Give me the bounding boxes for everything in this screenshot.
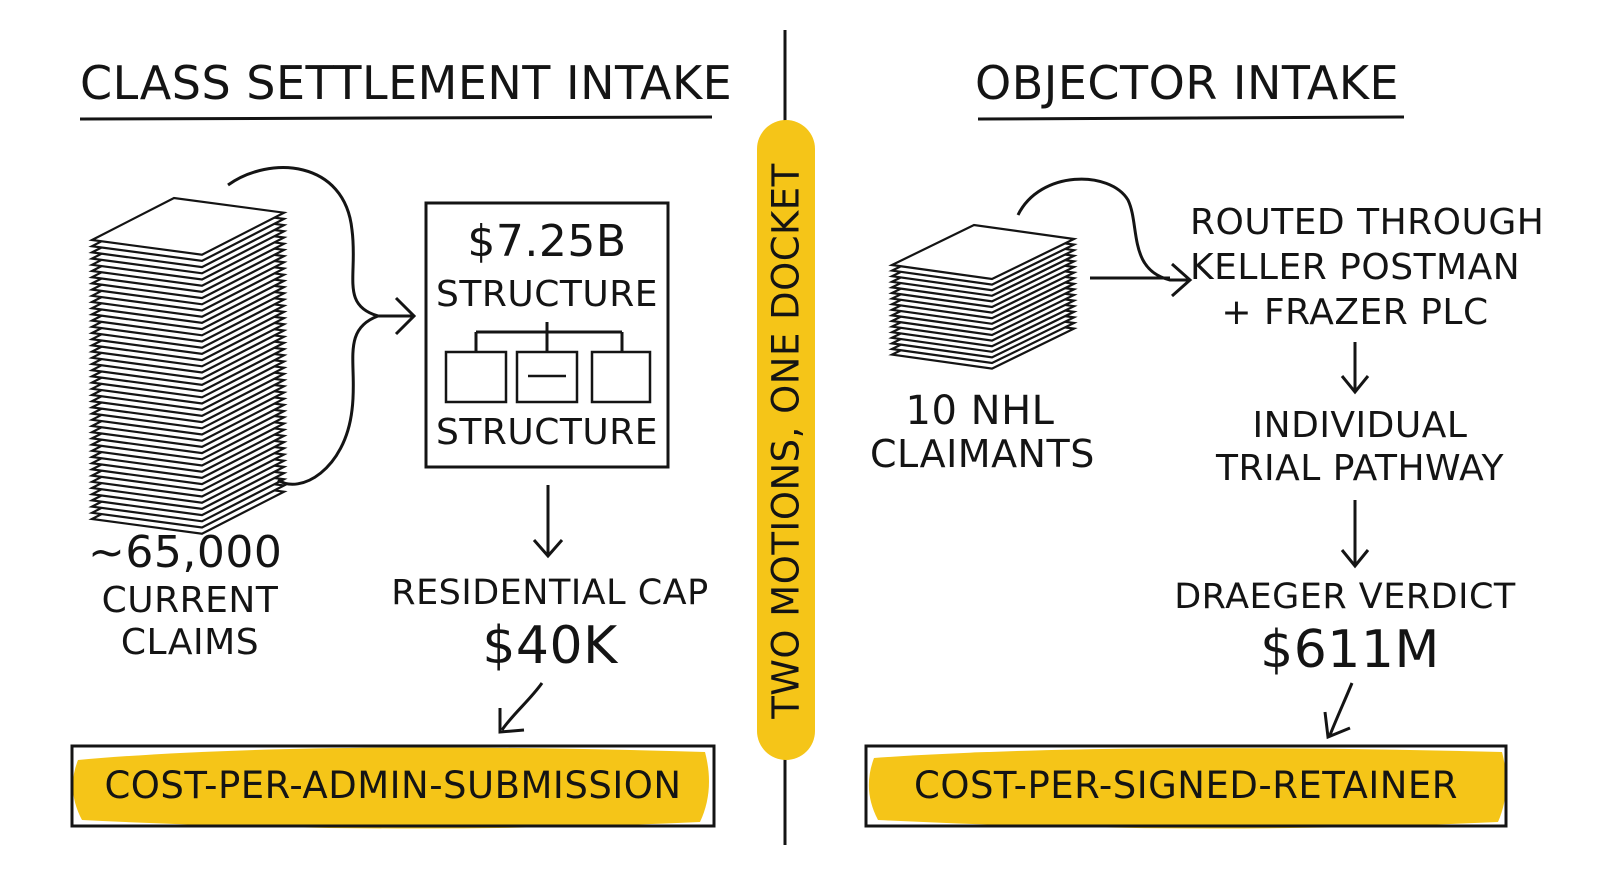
brace-arrow <box>227 166 383 486</box>
verdict-value: $611M <box>1260 620 1440 680</box>
right-title-underline <box>977 115 1405 121</box>
structure-box <box>424 201 670 469</box>
routed-line2: KELLER POSTMAN <box>1190 247 1521 288</box>
cap-label: RESIDENTIAL CAP <box>391 573 709 613</box>
claimants-line2: CLAIMANTS <box>870 432 1095 476</box>
verdict-label: DRAEGER VERDICT <box>1174 577 1516 617</box>
claims-count: ~65,000 <box>88 527 283 578</box>
left-result-label: COST-PER-ADMIN-SUBMISSION <box>104 764 682 807</box>
brace-arrow-line <box>378 296 417 336</box>
structure-label-bottom: STRUCTURE <box>436 412 658 453</box>
routed-arrow <box>1016 177 1193 298</box>
claims-label-line1: CURRENT <box>101 580 279 621</box>
routed-line1: ROUTED THROUGH <box>1190 202 1545 243</box>
cap-value: $40K <box>482 616 618 676</box>
down-arrow-cap <box>498 682 544 734</box>
claims-label-line2: CLAIMS <box>120 622 260 663</box>
paper-sheet <box>888 223 1078 281</box>
left-paper-stack-icon <box>88 196 288 535</box>
routed-line3: + FRAZER PLC <box>1221 292 1489 333</box>
divider-label: TWO MOTIONS, ONE DOCKET <box>764 163 808 719</box>
left-result-box <box>70 744 716 829</box>
down-arrow-structure <box>532 485 564 559</box>
left-title: CLASS SETTLEMENT INTAKE <box>80 56 733 110</box>
right-paper-stack-icon <box>888 223 1078 370</box>
claimants-line1: 10 NHL <box>905 388 1055 434</box>
left-title-underline <box>79 115 713 121</box>
right-result-label: COST-PER-SIGNED-RETAINER <box>913 764 1459 807</box>
right-result-box <box>864 744 1508 829</box>
down-arrow-pathway <box>1340 500 1370 569</box>
down-arrow-verdict <box>1323 682 1354 740</box>
right-title: OBJECTOR INTAKE <box>975 56 1400 110</box>
structure-amount: $7.25B <box>467 216 627 267</box>
paper-sheet <box>88 196 288 256</box>
center-divider <box>757 30 815 845</box>
pathway-line2: TRIAL PATHWAY <box>1216 448 1504 489</box>
structure-label-top: STRUCTURE <box>436 274 658 315</box>
down-arrow-routed <box>1340 342 1370 395</box>
pathway-line1: INDIVIDUAL <box>1252 405 1468 446</box>
